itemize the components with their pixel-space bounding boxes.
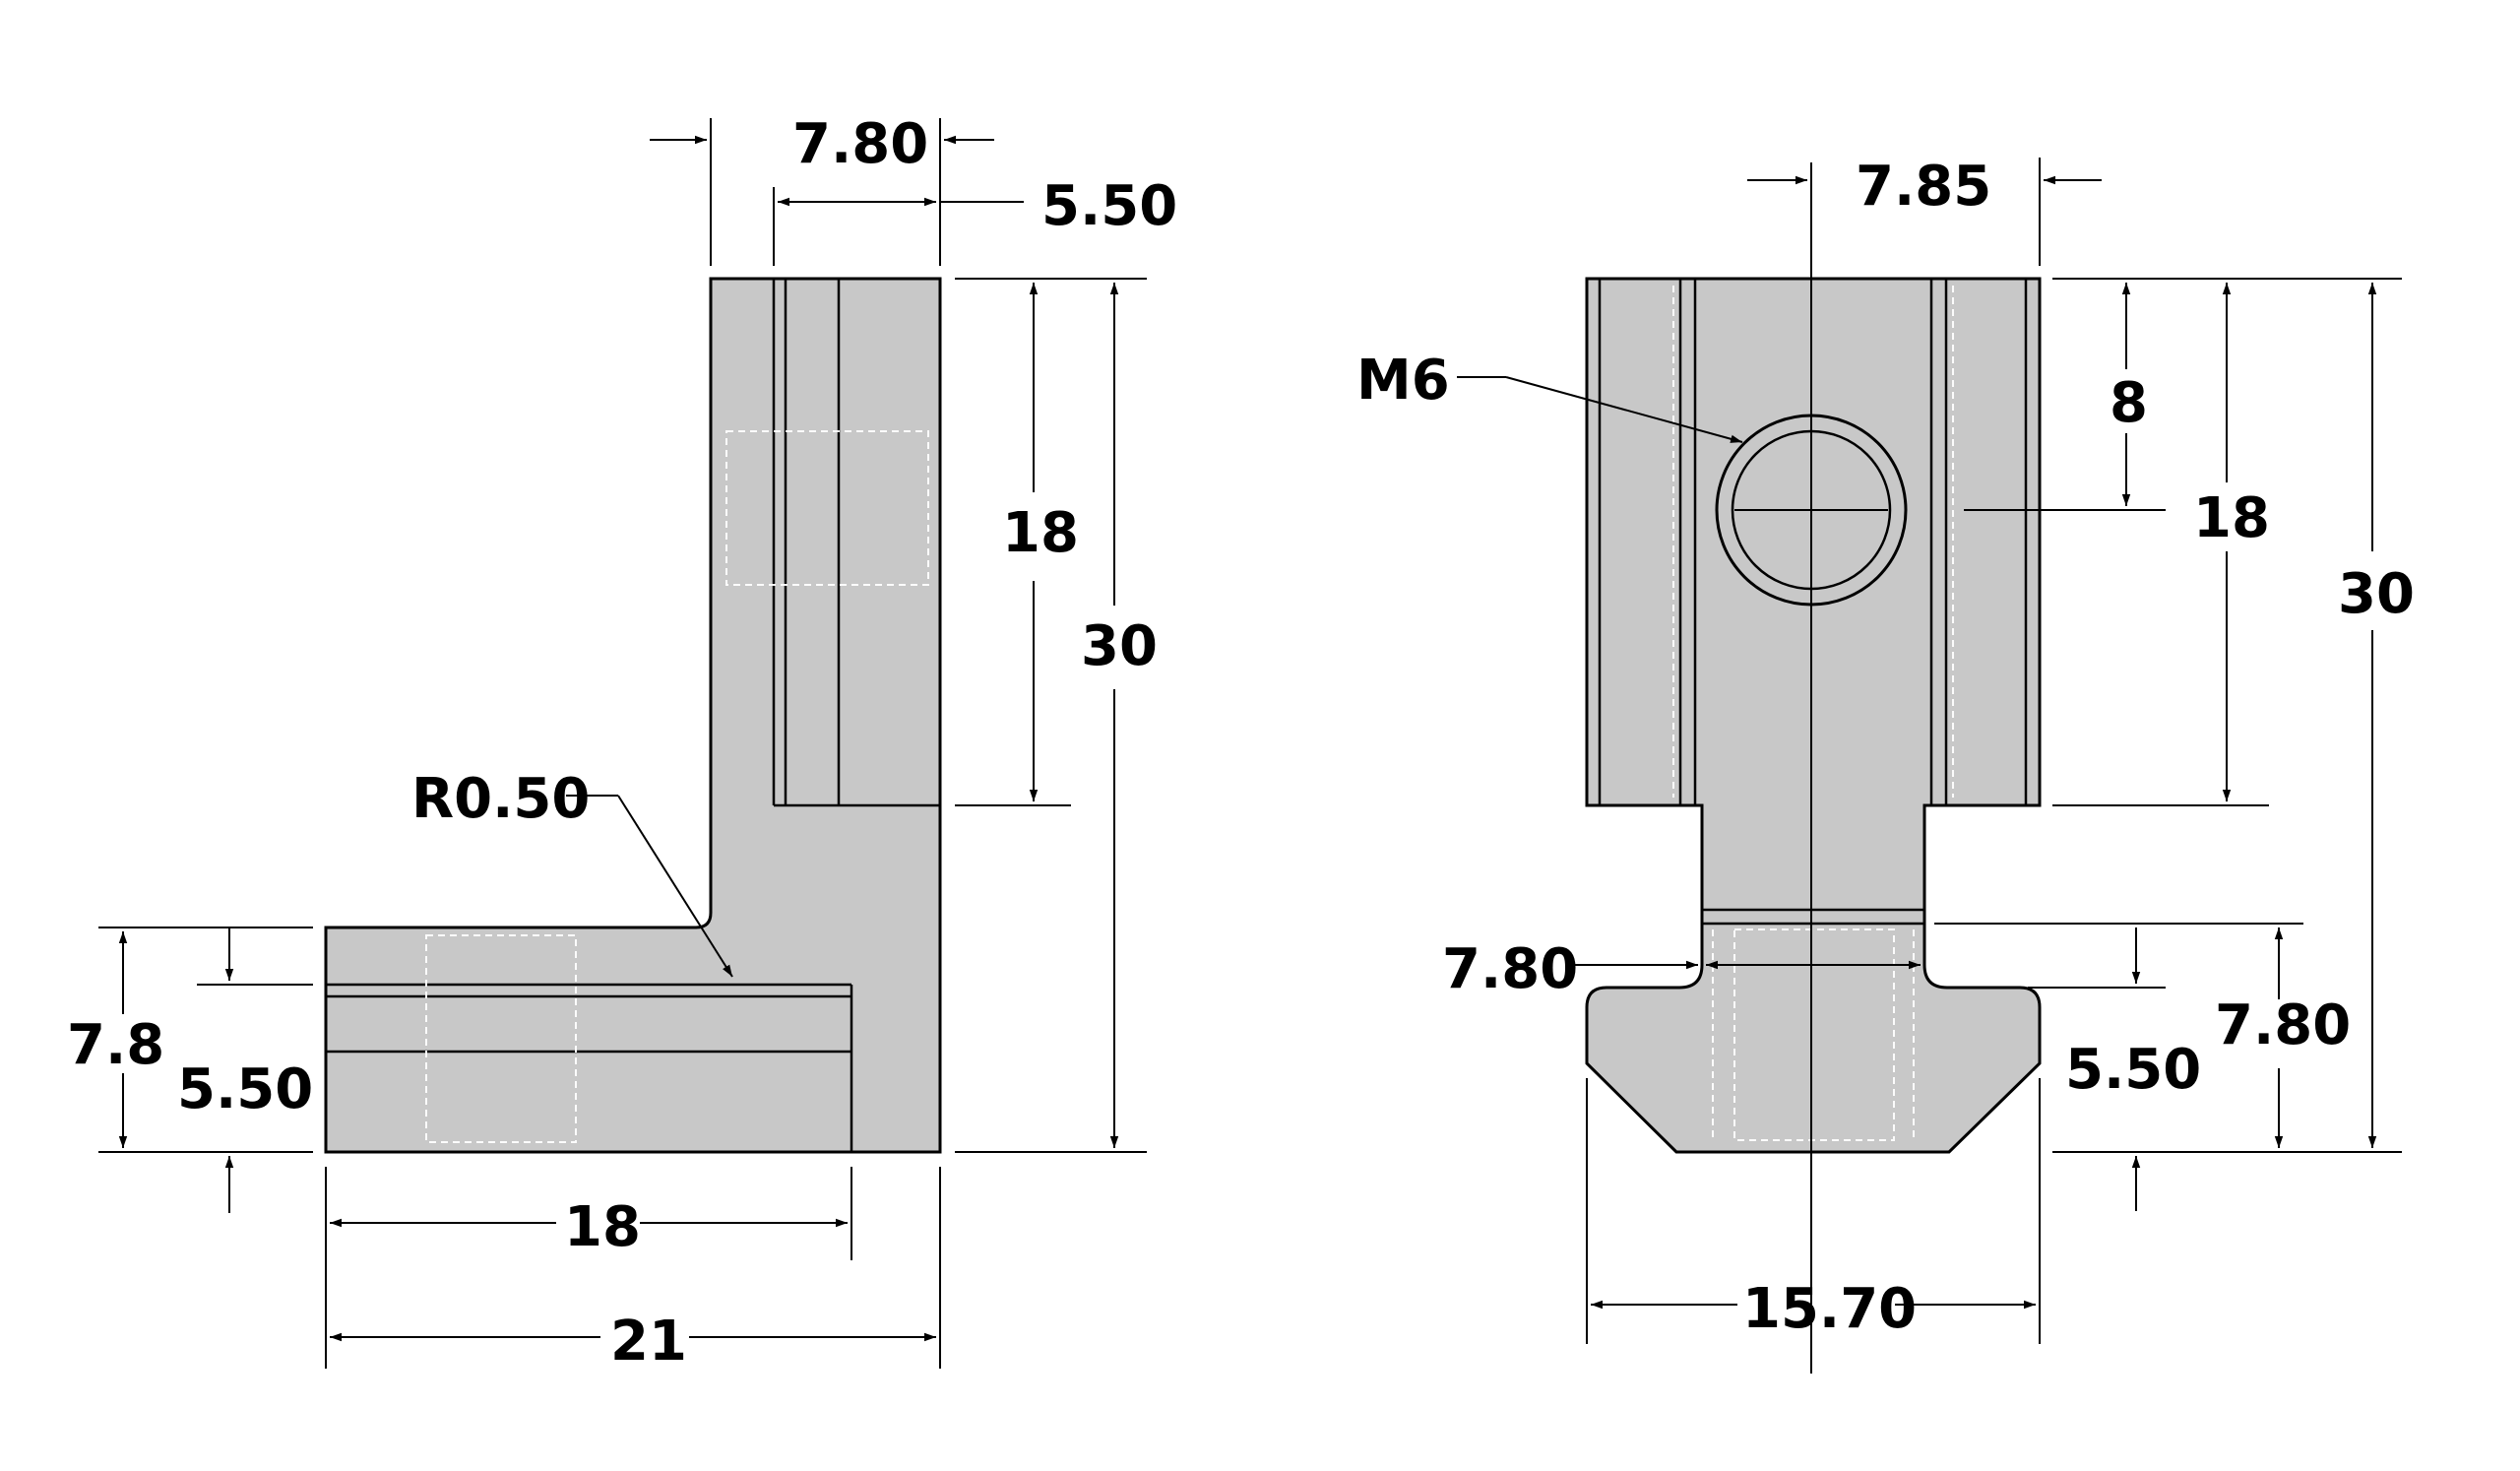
- front-view: 7.85 M6 8 18 30 7.80 5.50: [1356, 155, 2415, 1374]
- front-dim-upper-height: 18: [2193, 486, 2270, 550]
- side-dim-total-height: 30: [1081, 614, 1158, 678]
- side-dim-bottom-total: 21: [610, 1310, 687, 1374]
- front-dim-total-height: 30: [2338, 562, 2415, 626]
- front-dim-thread: M6: [1356, 349, 1450, 413]
- front-hidden-thread: [1733, 928, 1895, 1141]
- front-dim-hole-height: 8: [2110, 371, 2148, 435]
- side-hidden-thread: [425, 934, 577, 1143]
- side-dim-left-inner: 5.50: [177, 1057, 313, 1121]
- front-dim-neck-width: 7.80: [1442, 937, 1578, 1001]
- front-view-body: [1585, 277, 2042, 1154]
- side-hidden-thread: [725, 430, 929, 586]
- side-view: 7.80 5.50 18 30 R0.50 7.8 5.50: [67, 112, 1177, 1374]
- side-dim-top-width: 7.80: [792, 112, 928, 176]
- front-dim-foot-total: 7.80: [2215, 993, 2351, 1057]
- side-dim-radius: R0.50: [411, 767, 590, 831]
- side-dim-top-slot: 5.50: [1041, 174, 1177, 238]
- side-dim-upper-height: 18: [1002, 501, 1079, 565]
- front-dim-bottom-width: 15.70: [1742, 1277, 1917, 1341]
- front-dim-top-width: 7.85: [1856, 155, 1991, 219]
- front-dim-foot-height: 5.50: [2065, 1038, 2201, 1102]
- side-dim-left-height: 7.8: [67, 1013, 164, 1077]
- side-view-body: [324, 277, 942, 1154]
- side-dim-bottom-inner: 18: [564, 1195, 641, 1259]
